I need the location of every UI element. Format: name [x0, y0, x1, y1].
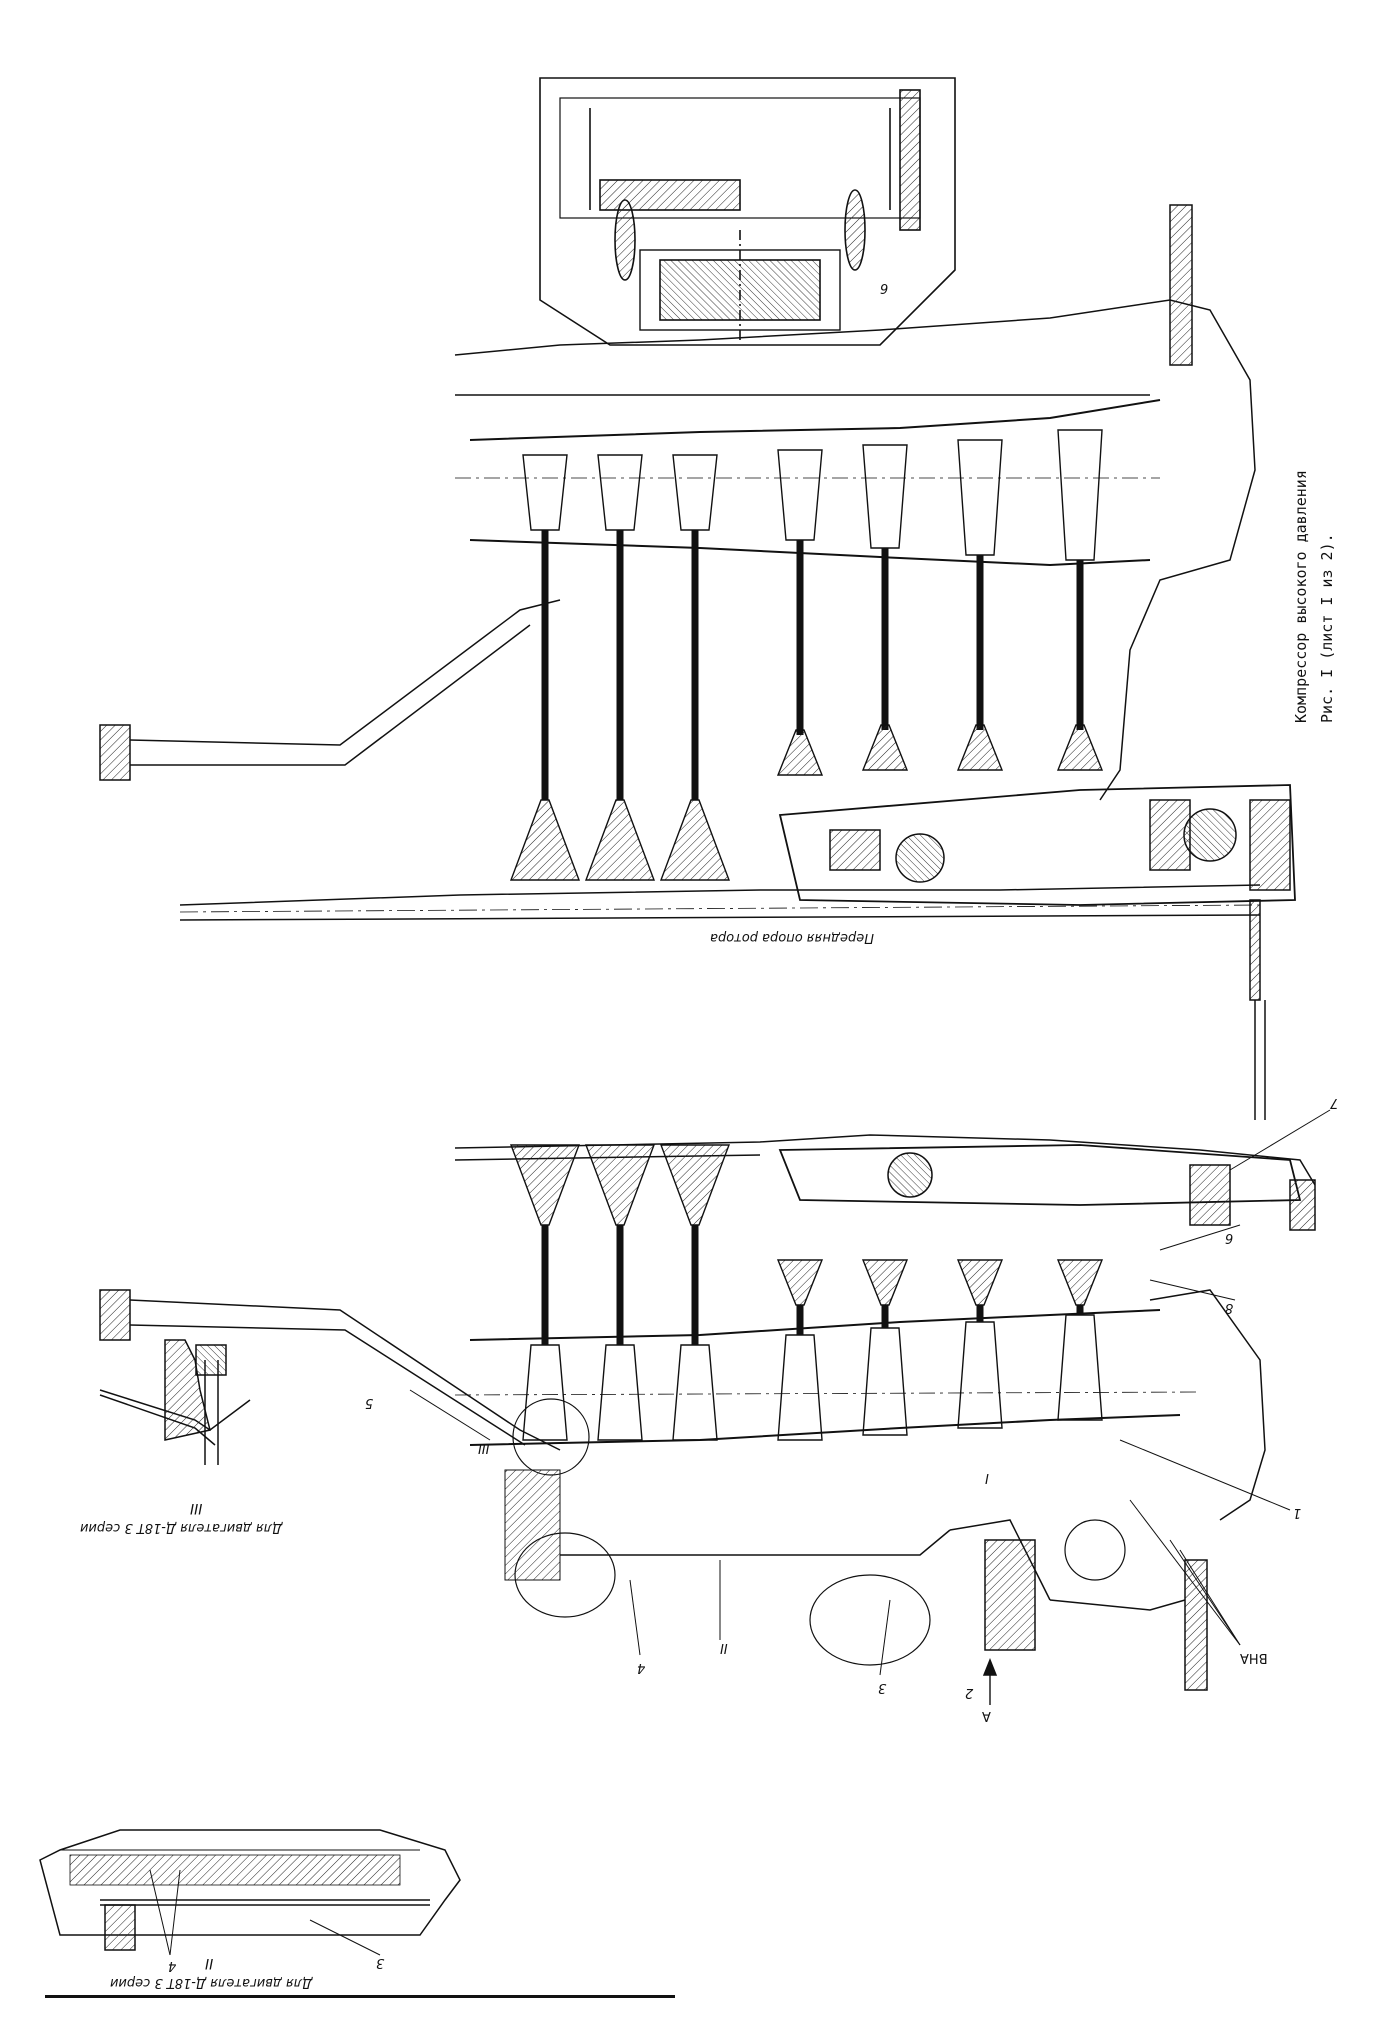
- upper-disk-rim-6: [956, 724, 1004, 771]
- upper-disk-rim-5: [861, 724, 909, 771]
- upper-blade-7: [1057, 429, 1103, 561]
- callout-II: II: [720, 1640, 728, 1655]
- lower-blade-5: [862, 1327, 908, 1436]
- upper-disk-rim-7: [1056, 724, 1104, 771]
- drawing-caption: Компрессор высокого давления Рис. I (лис…: [1290, 345, 1360, 725]
- lower-blade-1: [522, 1344, 568, 1441]
- detail-III-view: [99, 1339, 251, 1465]
- lower-blade-6: [957, 1321, 1003, 1429]
- callout-5: 5: [365, 1395, 374, 1410]
- upper-disk-rim-3: [659, 799, 731, 881]
- lower-blade-3: [672, 1344, 718, 1441]
- upper-rotor-stages: [509, 429, 1104, 881]
- upper-disk-rim-1: [509, 799, 581, 881]
- top-gearbox-detail: [539, 77, 956, 346]
- front-support-label: Передняя опора ротора: [710, 930, 874, 945]
- lower-rotor-stages: [509, 1144, 1104, 1441]
- detail-III-caption: Для двигателя Д-18Т 3 серии: [80, 1520, 283, 1535]
- upper-blade-6: [957, 439, 1003, 556]
- vna-label: ВНА: [1240, 1650, 1268, 1665]
- caption-line-1: Компрессор высокого давления: [1292, 470, 1310, 723]
- callout-III: III: [478, 1440, 490, 1455]
- callout-8: 8: [1225, 1300, 1234, 1315]
- lower-disk-rim-2: [584, 1144, 656, 1226]
- lower-blade-2: [597, 1344, 643, 1441]
- detail-II-view: [39, 1829, 461, 1956]
- lower-blade-7: [1057, 1314, 1103, 1421]
- arrow-a-label: А: [982, 1708, 991, 1723]
- callout-2: 2: [965, 1685, 974, 1700]
- callout-4-detail: 4: [168, 1958, 177, 1973]
- detail-III-title: III: [190, 1500, 203, 1516]
- lower-disk-rim-6: [956, 1259, 1004, 1306]
- caption-line-2: Рис. I (лист I из 2).: [1318, 533, 1336, 723]
- lower-compressor-section: [99, 1109, 1331, 1705]
- upper-blade-4: [777, 449, 823, 541]
- upper-blade-2: [597, 454, 643, 531]
- upper-blade-3: [672, 454, 718, 531]
- detail-II-caption: Для двигателя Д-18Т 3 серии: [110, 1975, 313, 1990]
- callout-6-top: 6: [880, 280, 889, 295]
- lower-disk-rim-1: [509, 1144, 581, 1226]
- callout-1: 1: [1293, 1505, 1302, 1520]
- callout-7: 7: [1330, 1095, 1339, 1110]
- callout-3-detail: 3: [376, 1955, 385, 1970]
- upper-blade-1: [522, 454, 568, 531]
- upper-blade-5: [862, 444, 908, 549]
- lower-disk-rim-5: [861, 1259, 909, 1306]
- detail-II-title: II: [205, 1955, 214, 1971]
- upper-disk-rim-2: [584, 799, 656, 881]
- callout-6: 6: [1225, 1230, 1234, 1245]
- lower-disk-rim-3: [659, 1144, 731, 1226]
- upper-compressor-section: [99, 204, 1296, 1120]
- upper-disk-rim-4: [776, 729, 824, 776]
- lower-disk-rim-4: [776, 1259, 824, 1306]
- sheet-bottom-rule: [45, 1995, 675, 1998]
- callout-4: 4: [637, 1660, 646, 1675]
- callout-I: I: [985, 1470, 989, 1485]
- lower-blade-4: [777, 1334, 823, 1441]
- lower-disk-rim-7: [1056, 1259, 1104, 1306]
- callout-3: 3: [878, 1680, 887, 1695]
